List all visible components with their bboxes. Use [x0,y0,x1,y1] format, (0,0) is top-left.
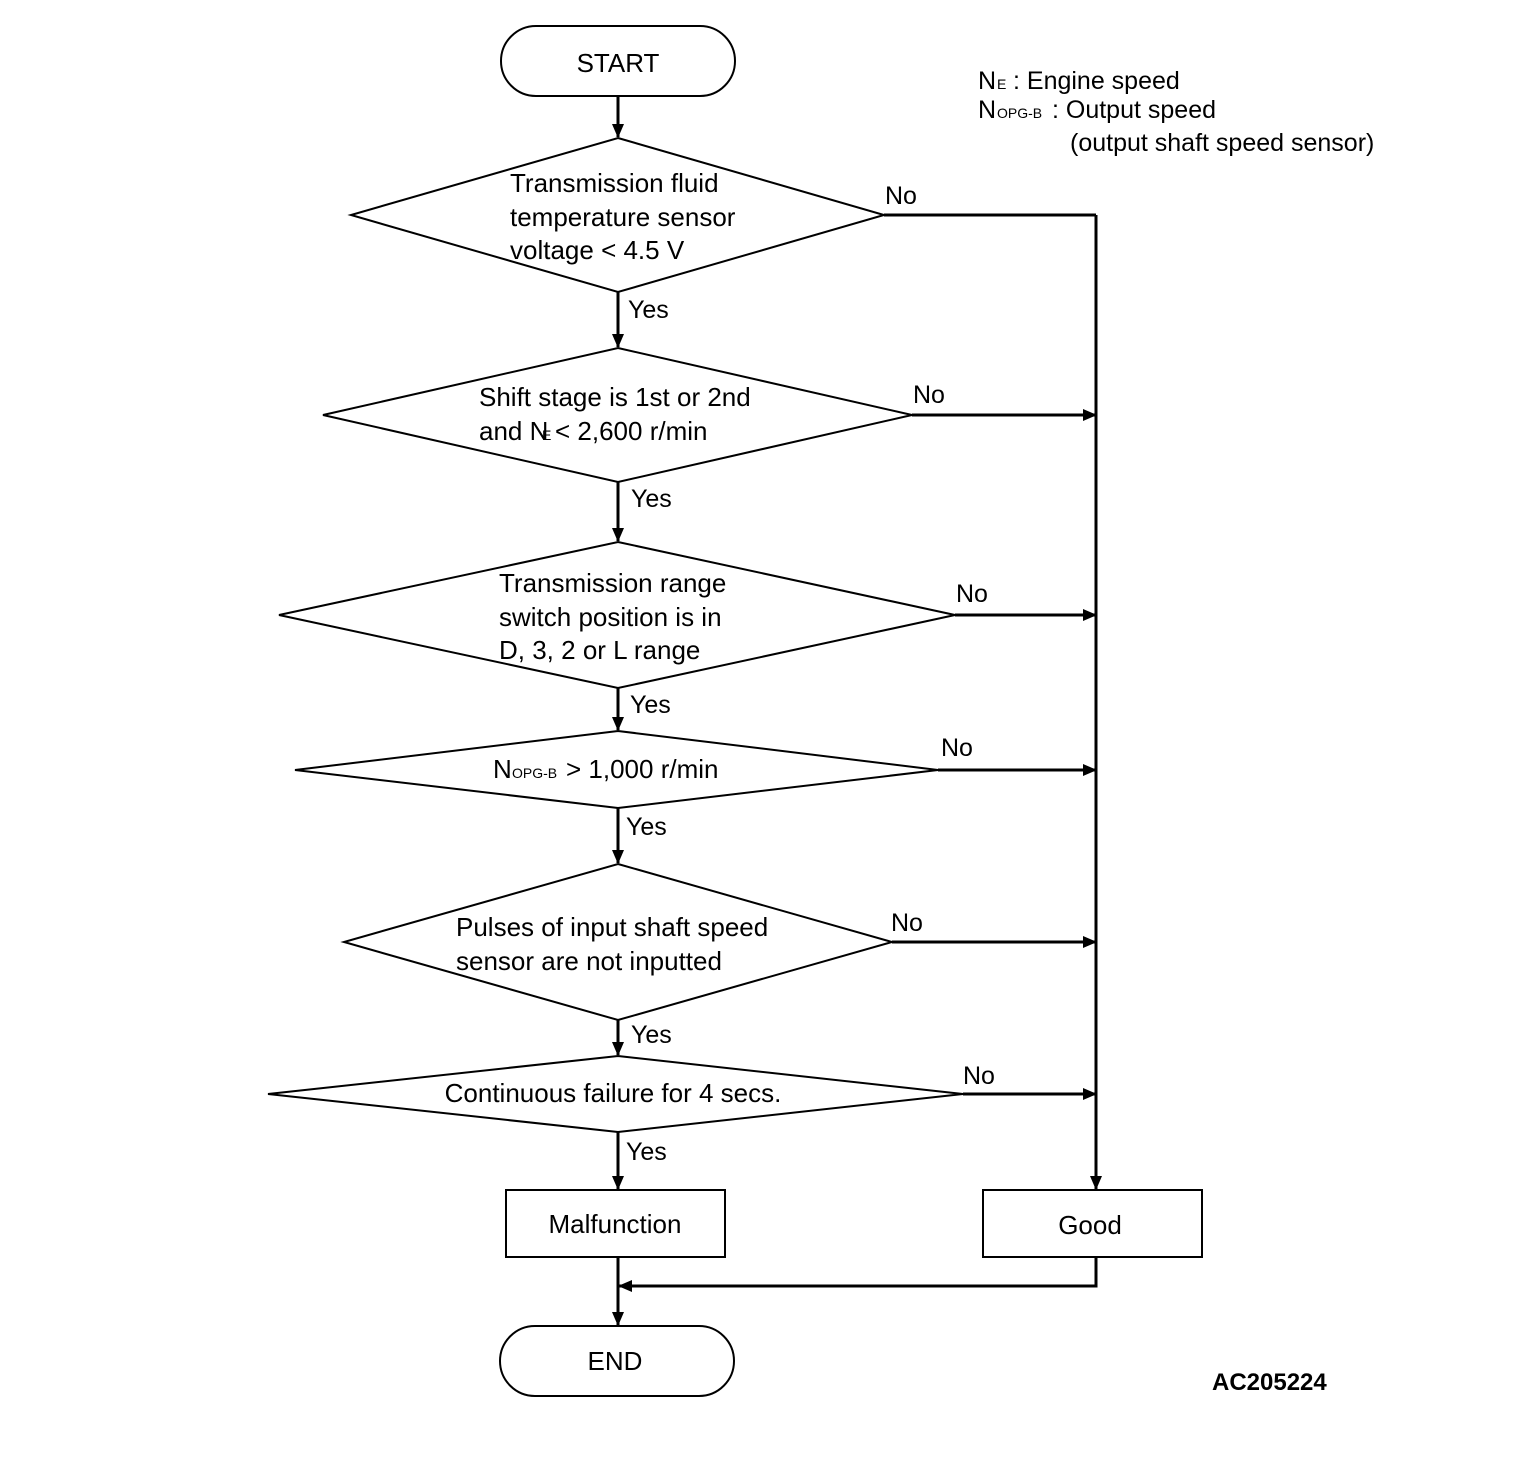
yes-label-5: Yes [631,1021,672,1049]
decision-fluid-temp-line1: Transmission fluid [510,168,719,198]
figure-code: AC205224 [1212,1369,1327,1396]
legend-ne-sub: E [997,76,1006,92]
yes-label-4: Yes [626,813,667,841]
decision-fluid-temp-line3: voltage < 4.5 V [510,235,685,265]
no-label-4: No [941,734,973,762]
yes-label-1: Yes [628,296,669,324]
no-label-1: No [885,182,917,210]
decision-output-speed-sub: OPG-B [512,765,557,781]
decision-output-speed-post: > 1,000 r/min [566,754,718,784]
decision-shift-stage-line2-sub: E [542,427,551,443]
legend-ne-symbol: N [978,67,996,95]
yes-label-6: Yes [626,1138,667,1166]
decision-input-pulses-line2: sensor are not inputted [456,946,722,976]
decision-shift-stage-line2-pre: and N [479,416,548,446]
decision-input-pulses-line1: Pulses of input shaft speed [456,912,768,942]
good-label: Good [1058,1210,1122,1240]
legend-nopg-symbol: N [978,96,996,124]
yes-label-2: Yes [631,485,672,513]
decision-shift-stage-line1: Shift stage is 1st or 2nd [479,382,751,412]
legend-ne-desc: : Engine speed [1013,67,1180,95]
decision-continuous-failure-label: Continuous failure for 4 secs. [445,1078,782,1108]
decision-range-switch-line3: D, 3, 2 or L range [499,635,700,665]
arrow-good-to-end [618,1257,1098,1292]
legend-nopg-desc2: (output shaft speed sensor) [1070,129,1374,157]
decision-shift-stage [322,346,913,484]
end-terminal [499,1325,735,1397]
end-label: END [588,1346,643,1376]
legend: N E : Engine speed N OPG-B : Output spee… [978,67,1374,157]
start-label: START [577,48,660,78]
decision-fluid-temp-line2: temperature sensor [510,202,736,232]
no-label-2: No [913,381,945,409]
yes-label-3: Yes [630,691,671,719]
no-label-5: No [891,909,923,937]
decision-range-switch-line1: Transmission range [499,568,726,598]
decision-output-speed-pre: N [493,754,512,784]
decision-range-switch-line2: switch position is in [499,602,722,632]
no-label-3: No [956,580,988,608]
no-label-6: No [963,1062,995,1090]
decision-shift-stage-line2-post: < 2,600 r/min [555,416,707,446]
legend-nopg-sub: OPG-B [997,105,1042,121]
malfunction-label: Malfunction [549,1209,682,1239]
legend-nopg-desc: : Output speed [1052,96,1216,124]
decision-input-pulses [340,862,896,1022]
good-box [982,1189,1203,1258]
malfunction-box [505,1189,726,1258]
